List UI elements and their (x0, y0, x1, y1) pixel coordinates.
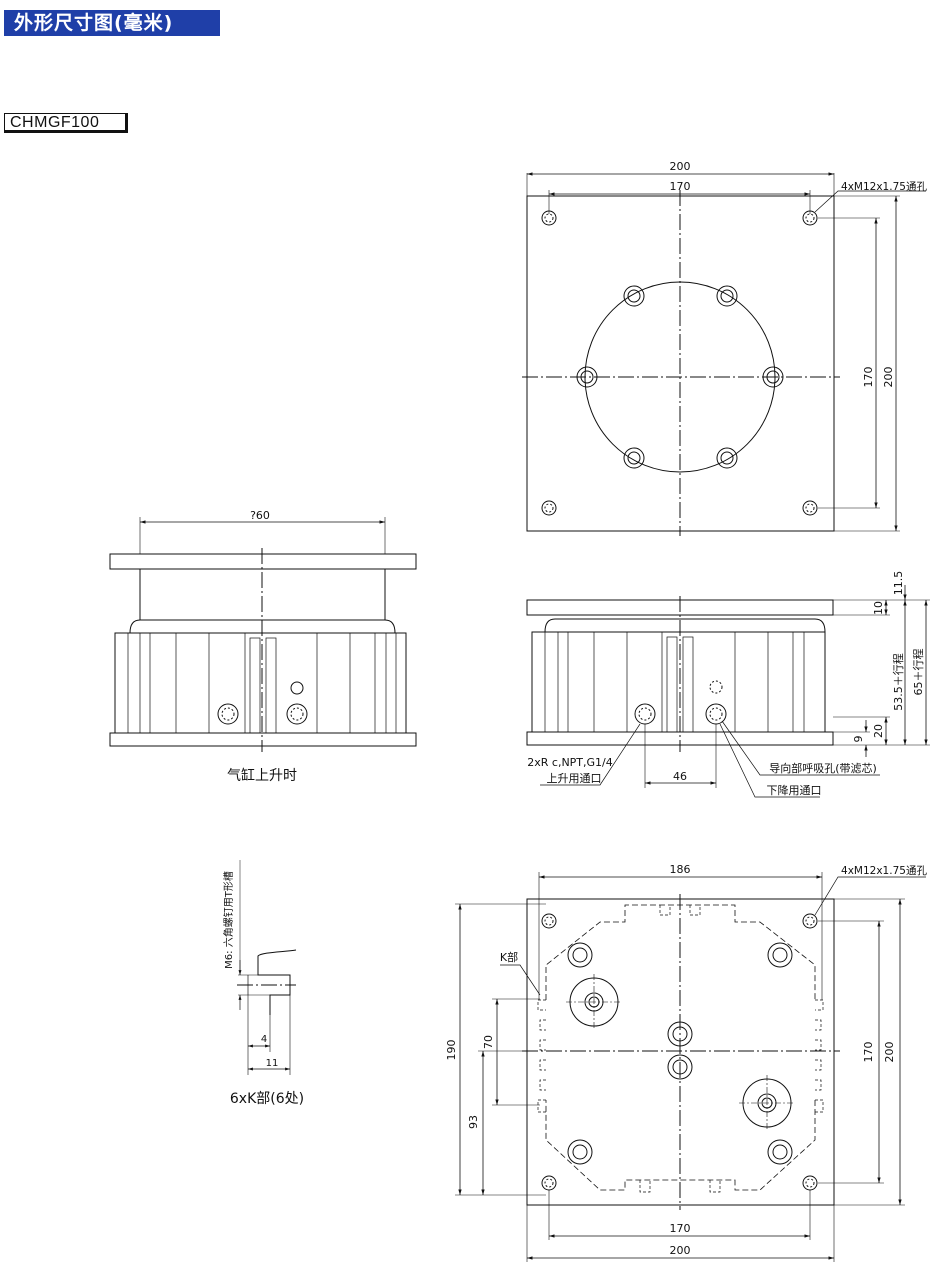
dim-190: 190 (445, 1040, 458, 1061)
dim-top-width: 200 (670, 160, 691, 173)
port-down-label: 下降用通口 (767, 783, 822, 797)
model-label: CHMGF100 (10, 114, 100, 131)
port-icon (217, 703, 308, 725)
bottom-hole-note: 4xM12x1.75通孔 (841, 864, 927, 877)
dim-4: 4 (261, 1034, 267, 1045)
dim-93: 93 (467, 1115, 480, 1129)
dim-20: 20 (872, 724, 885, 738)
dim-top-height: 200 (882, 367, 895, 388)
dim-11: 11 (266, 1058, 279, 1069)
bolt-hole-icon (576, 285, 784, 469)
dim-9: 9 (852, 736, 865, 743)
dim-70: 70 (482, 1035, 495, 1049)
dim-200-h: 200 (670, 1244, 691, 1257)
caption-k-detail: 6xK部(6处) (230, 1091, 304, 1107)
caption-raised: 气缸上升时 (227, 767, 297, 784)
port-note: 2xR c,NPT,G1/4 (527, 756, 613, 769)
dim-diameter: ?60 (250, 509, 270, 522)
side-view-lowered (526, 585, 930, 798)
header-bar (4, 10, 220, 36)
side-view-raised (109, 517, 417, 752)
dim-170-v: 170 (862, 1042, 875, 1063)
dim-top-hole-spacing: 170 (670, 180, 691, 193)
k-detail (237, 860, 297, 1075)
dim-200-v: 200 (883, 1042, 896, 1063)
dim-65: 65＋行程 (912, 649, 925, 696)
dim-46: 46 (673, 770, 687, 783)
port-up-label: 上升用通口 (547, 772, 602, 785)
dim-11-5: 11.5 (892, 571, 905, 596)
dim-53-5: 53.5＋行程 (892, 653, 905, 711)
top-hole-note: 4xM12x1.75通孔 (841, 180, 927, 193)
bottom-view (455, 872, 926, 1262)
dim-10: 10 (872, 601, 885, 615)
k-label: K部 (500, 950, 518, 964)
top-view (522, 172, 926, 536)
k-detail-note: M6: 六角螺钉用T形槽 (222, 871, 235, 969)
model-label-frame (4, 113, 128, 133)
dim-170-h: 170 (670, 1222, 691, 1235)
dim-top-hole-spacing-v: 170 (862, 367, 875, 388)
breather-label: 导向部呼吸孔(带滤芯) (769, 761, 877, 775)
page-title: 外形尺寸图(毫米) (14, 12, 174, 34)
dim-186: 186 (670, 863, 691, 876)
